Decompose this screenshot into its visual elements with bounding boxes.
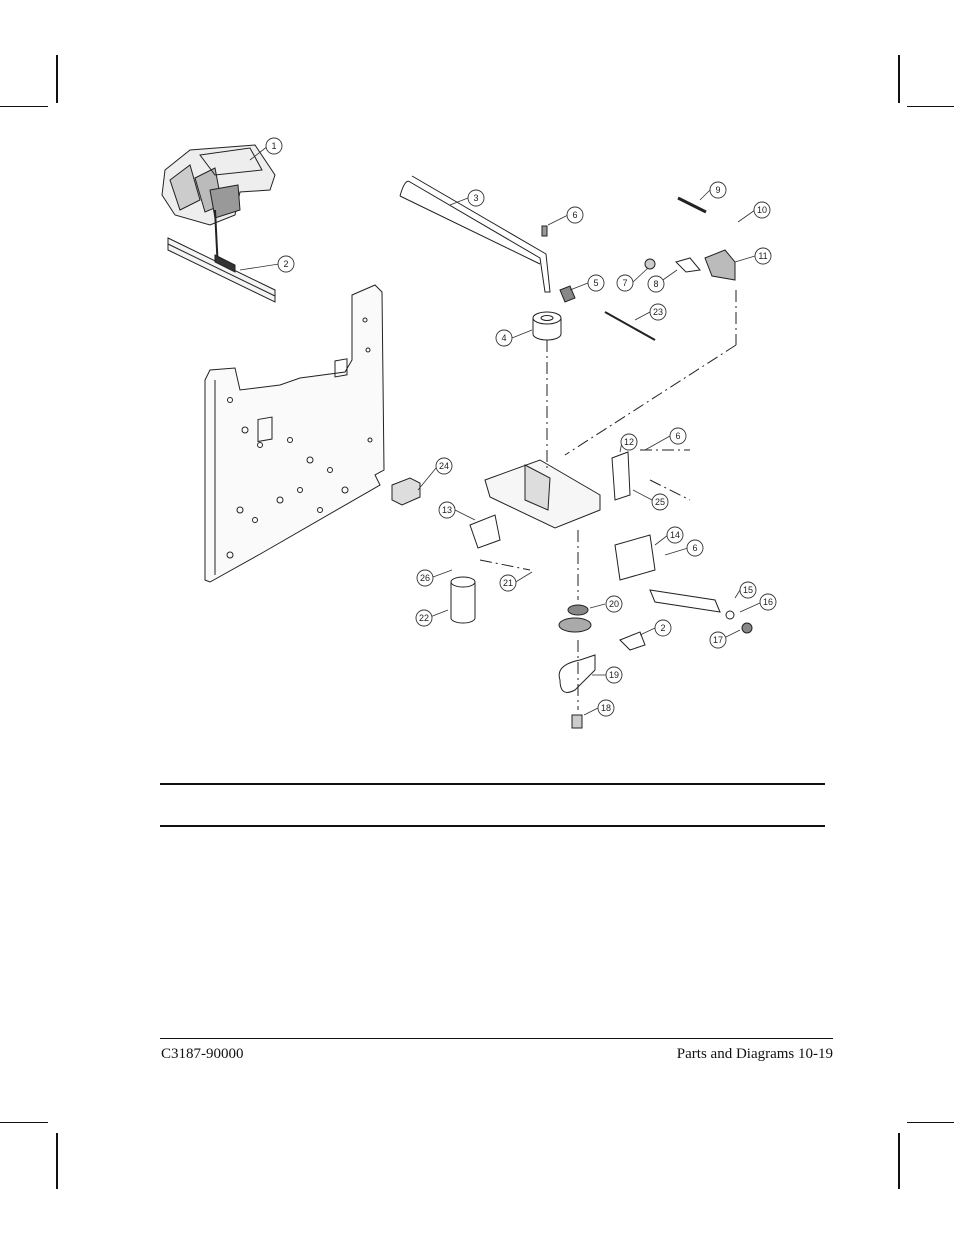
crop-mark [56, 1133, 58, 1189]
callout-number: 22 [419, 613, 429, 623]
part-guide-rod [399, 175, 551, 293]
part-gear [558, 604, 592, 633]
table-bottom-rule [160, 825, 825, 827]
part-latch [704, 249, 736, 281]
callout-number: 11 [758, 251, 767, 261]
section-page-number: Parts and Diagrams 10-19 [676, 1046, 833, 1062]
part-roller [532, 311, 562, 341]
callout-number: 6 [572, 210, 577, 220]
callout-number: 16 [763, 597, 773, 607]
crop-mark [907, 1122, 954, 1123]
callout-number: 3 [473, 193, 478, 203]
callout-number: 2 [283, 259, 288, 269]
callout-number: 2 [660, 623, 665, 633]
table-top-rule [160, 783, 825, 785]
part-belt [558, 654, 596, 693]
crop-mark [0, 106, 48, 107]
callout-number: 6 [675, 431, 680, 441]
part-screw [541, 225, 548, 237]
part-spring [677, 196, 707, 214]
callout-number: 26 [420, 573, 430, 583]
callout-number: 19 [609, 670, 619, 680]
callout-number: 13 [442, 505, 452, 515]
part-center-bracket [469, 451, 631, 549]
part-lever [675, 257, 701, 273]
callout-number: 12 [624, 437, 634, 447]
part-capacitor [450, 576, 476, 624]
callout-number: 24 [439, 461, 449, 471]
crop-mark [898, 55, 900, 103]
part-knob [644, 258, 656, 270]
part-chassis-plate [204, 284, 385, 583]
callout-number: 18 [601, 703, 611, 713]
part-washer [725, 610, 735, 620]
assembly-lines [479, 290, 737, 710]
part-pin [604, 311, 656, 341]
part-bracket-small [559, 285, 576, 303]
callout-number: 17 [713, 635, 723, 645]
part-block [391, 477, 421, 506]
part-rail [167, 237, 276, 303]
callout-number: 8 [653, 279, 658, 289]
part-nut [741, 622, 753, 634]
crop-mark [898, 1133, 900, 1189]
callout-number: 5 [593, 278, 598, 288]
part-mount-plate [614, 534, 656, 581]
callout-number: 1 [271, 141, 276, 151]
callout-number: 15 [743, 585, 753, 595]
part-bushing [571, 714, 583, 729]
callout-number: 23 [653, 307, 663, 317]
crop-mark [56, 55, 58, 103]
part-carriage-assembly [161, 144, 276, 271]
crop-mark [907, 106, 954, 107]
callout-number: 10 [757, 205, 767, 215]
callout-number: 9 [715, 185, 720, 195]
callout-number: 21 [503, 578, 513, 588]
footer-rule [160, 1038, 833, 1039]
callout-number: 20 [609, 599, 619, 609]
crop-mark [0, 1122, 48, 1123]
document-number: C3187-90000 [161, 1046, 244, 1062]
callout-number: 4 [501, 333, 506, 343]
callout-number: 7 [622, 278, 627, 288]
part-clip [619, 631, 646, 651]
callout-number: 6 [692, 543, 697, 553]
callout-number: 14 [670, 530, 680, 540]
part-shaft [649, 589, 721, 613]
callout-number: 25 [655, 497, 665, 507]
